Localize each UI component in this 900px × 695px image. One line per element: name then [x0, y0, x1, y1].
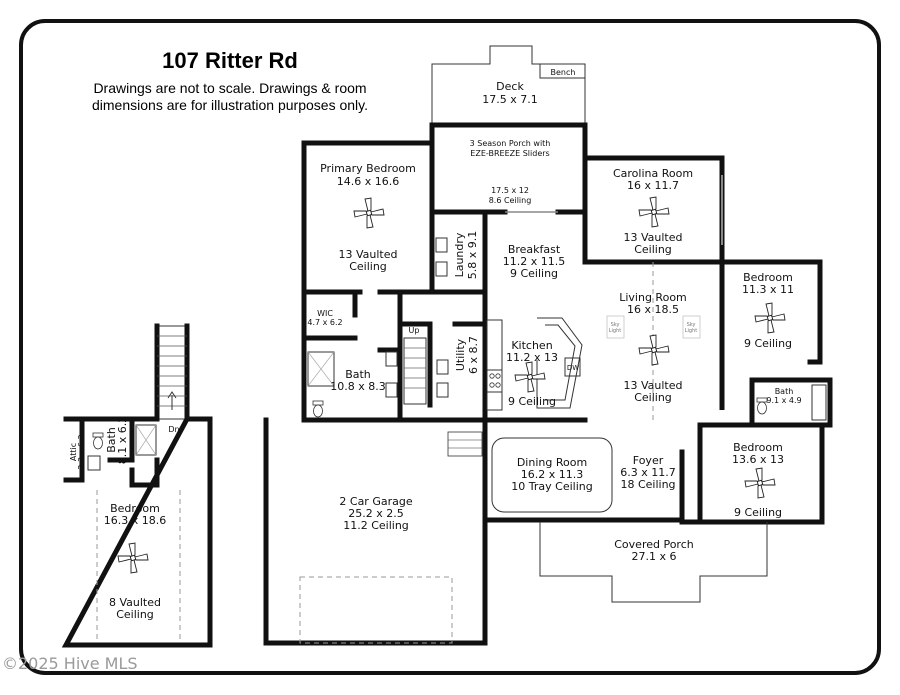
bench-label: Bench: [551, 68, 576, 77]
carolina-ceiling-2: Ceiling: [634, 243, 672, 256]
bedroom-east-1-dim: 11.3 x 11: [742, 283, 794, 296]
kitchen-ceiling: 9 Ceiling: [508, 395, 556, 408]
skylight-2-label-2: Light: [685, 328, 698, 334]
foyer-label: Foyer: [633, 454, 664, 467]
bedroom-east-1-label: Bedroom: [743, 271, 793, 284]
attic-dim: 2.3 x 6.3: [77, 434, 86, 469]
bath-east-dim: 9.1 x 4.9: [766, 396, 801, 405]
dining-label: Dining Room: [517, 456, 587, 469]
upper-bedroom-dim: 16.3 x 18.6: [104, 514, 167, 527]
carolina-ceiling-1: 13 Vaulted: [624, 231, 683, 244]
dining-dim: 16.2 x 11.3: [521, 468, 584, 481]
primary-ceiling-1: 13 Vaulted: [339, 248, 398, 261]
covered-porch-label: Covered Porch: [614, 538, 694, 551]
attic-label: Attic: [69, 443, 78, 461]
bath-main-dim: 10.8 x 8.3: [330, 380, 386, 393]
porch-ceiling: 8.6 Ceiling: [489, 196, 532, 205]
bedroom-east-2-label: Bedroom: [733, 441, 783, 454]
utility-label: Utility: [454, 338, 467, 371]
breakfast-ceiling: 9 Ceiling: [510, 267, 558, 280]
bedroom-east-2-dim: 13.6 x 13: [732, 453, 784, 466]
wic-dim: 4.7 x 6.2: [307, 318, 342, 327]
living-dim: 16 x 18.5: [627, 303, 679, 316]
garage-label: 2 Car Garage: [339, 495, 412, 508]
deck-label: Deck: [496, 80, 524, 93]
laundry-dim: 5.8 x 9.1: [466, 231, 479, 280]
foyer-ceiling: 18 Ceiling: [620, 478, 675, 491]
primary-dim: 14.6 x 16.6: [337, 175, 400, 188]
upper-bath-dim: 8.1 x 6.2: [116, 416, 129, 465]
foyer-dim: 6.3 x 11.7: [620, 466, 676, 479]
title-block: 107 Ritter Rd Drawings are not to scale.…: [40, 48, 420, 114]
breakfast-dim: 11.2 x 11.5: [503, 255, 566, 268]
outer-border: [19, 19, 881, 675]
porch-dim: 17.5 x 12: [491, 186, 529, 195]
skylight-1-label-2: Light: [609, 328, 622, 334]
skylight-2-label: Sky: [687, 322, 696, 328]
porch-label-1: 3 Season Porch with: [470, 139, 551, 148]
utility-dim: 6 x 8.7: [467, 336, 480, 374]
main-floor: Bench Deck 17.5 x 7.1 3 Season Porch wit…: [263, 45, 833, 646]
living-label: Living Room: [619, 291, 687, 304]
porch-label-2: EZE-BREEZE Sliders: [470, 149, 549, 158]
carolina-label: Carolina Room: [613, 167, 693, 180]
upper-floor: Dn Attic 2.3 x 6.3 Bath 8.1 x 6.2 Bedroo…: [61, 323, 213, 648]
covered-porch-dim: 27.1 x 6: [632, 550, 677, 563]
primary-label: Primary Bedroom: [320, 162, 416, 175]
bedroom-east-2-ceiling: 9 Ceiling: [734, 506, 782, 519]
wic-label: WIC: [317, 309, 333, 318]
garage-dim: 25.2 x 2.5: [348, 507, 404, 520]
disclaimer-line-1: Drawings are not to scale. Drawings & ro…: [93, 80, 367, 96]
upper-bedroom-ceiling-2: Ceiling: [116, 608, 154, 621]
dishwasher-label: DW: [567, 364, 579, 372]
deck-dim: 17.5 x 7.1: [482, 93, 538, 106]
primary-ceiling-2: Ceiling: [349, 260, 387, 273]
upper-bath-label: Bath: [105, 427, 118, 453]
kitchen-label: Kitchen: [511, 339, 552, 352]
carolina-dim: 16 x 11.7: [627, 179, 679, 192]
watermark: ©2025 Hive MLS: [2, 654, 138, 673]
laundry-label: Laundry: [453, 232, 466, 277]
property-address: 107 Ritter Rd: [162, 48, 298, 73]
skylight-1-label: Sky: [611, 322, 620, 328]
bath-main-label: Bath: [345, 368, 371, 381]
dining-ceiling: 10 Tray Ceiling: [511, 480, 592, 493]
up-label: Up: [409, 326, 420, 335]
bedroom-east-1-ceiling: 9 Ceiling: [744, 337, 792, 350]
living-ceiling-2: Ceiling: [634, 391, 672, 404]
upper-bedroom-label: Bedroom: [110, 502, 160, 515]
living-ceiling-1: 13 Vaulted: [624, 379, 683, 392]
kitchen-dim: 11.2 x 13: [506, 351, 558, 364]
breakfast-label: Breakfast: [508, 243, 561, 256]
bath-east-label: Bath: [775, 387, 794, 396]
upper-bedroom-ceiling-1: 8 Vaulted: [109, 596, 161, 609]
garage-ceiling: 11.2 Ceiling: [343, 519, 409, 532]
disclaimer-line-2: dimensions are for illustration purposes…: [92, 97, 368, 113]
upper-dn-label: Dn: [168, 425, 179, 434]
